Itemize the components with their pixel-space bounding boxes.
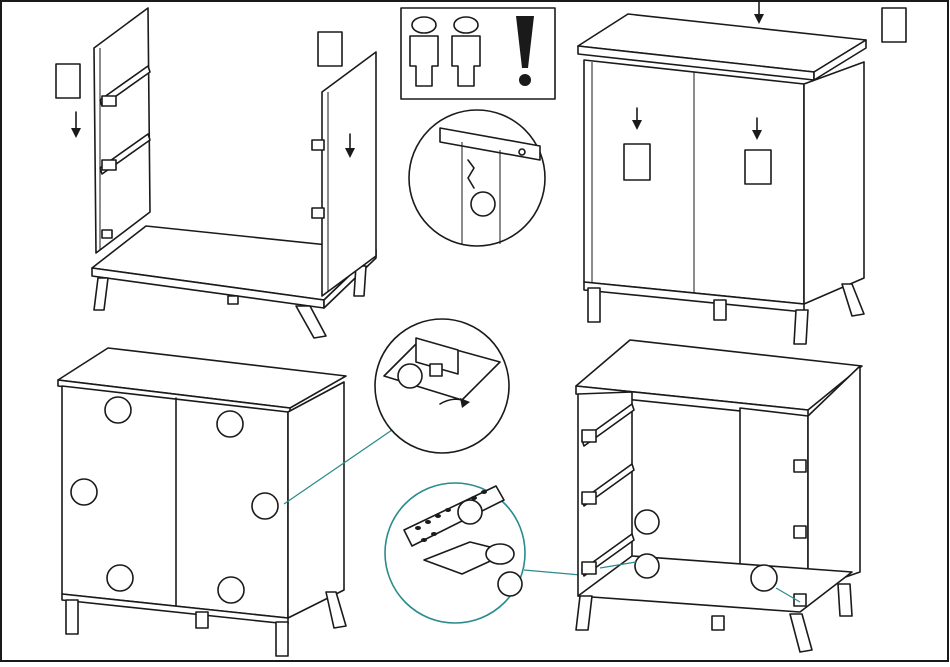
step-doors-assembly — [58, 348, 392, 656]
part-label-box — [624, 144, 650, 180]
hinge-bracket — [312, 140, 324, 150]
hinge-marker — [252, 493, 278, 519]
adjust-marker — [635, 510, 659, 534]
right-side-panel — [322, 52, 376, 296]
detail-hinge-slide — [375, 319, 509, 453]
hinge-bracket — [102, 160, 116, 170]
part-label-box — [745, 150, 771, 184]
detail-hinge-adjust — [385, 483, 592, 623]
leg — [94, 278, 108, 310]
hinge-bracket — [102, 230, 112, 238]
hinge-marker — [105, 397, 131, 423]
leg — [842, 284, 864, 316]
step-sides-assembly — [56, 8, 376, 338]
hinge-marker — [107, 565, 133, 591]
step-hinge-adjust — [576, 340, 862, 652]
leg — [576, 596, 592, 630]
hinge-marker — [218, 577, 244, 603]
leg — [838, 584, 852, 616]
right-side-panel — [804, 62, 864, 304]
hinge-bracket — [102, 96, 116, 106]
step-top-back-assembly — [578, 2, 906, 344]
hinge-marker — [217, 411, 243, 437]
leg — [66, 600, 78, 634]
adjust-marker — [635, 554, 659, 578]
adjust-marker — [498, 572, 522, 596]
detail-cam-lock — [409, 110, 545, 246]
adjust-marker — [751, 565, 777, 591]
part-label-box — [318, 32, 342, 66]
leg — [790, 614, 812, 652]
hinge-marker — [71, 479, 97, 505]
hinge-cup — [486, 544, 514, 564]
right-door — [740, 408, 808, 590]
adjust-marker — [458, 500, 482, 524]
part-label-box — [882, 8, 906, 42]
leg — [588, 288, 600, 322]
hinge-bracket — [312, 208, 324, 218]
leg — [276, 622, 288, 656]
left-side-panel — [94, 8, 150, 253]
two-person-warning-box — [401, 8, 555, 99]
leg — [794, 310, 808, 344]
part-label-box — [56, 64, 80, 98]
leg — [296, 306, 326, 338]
leg — [326, 592, 346, 628]
